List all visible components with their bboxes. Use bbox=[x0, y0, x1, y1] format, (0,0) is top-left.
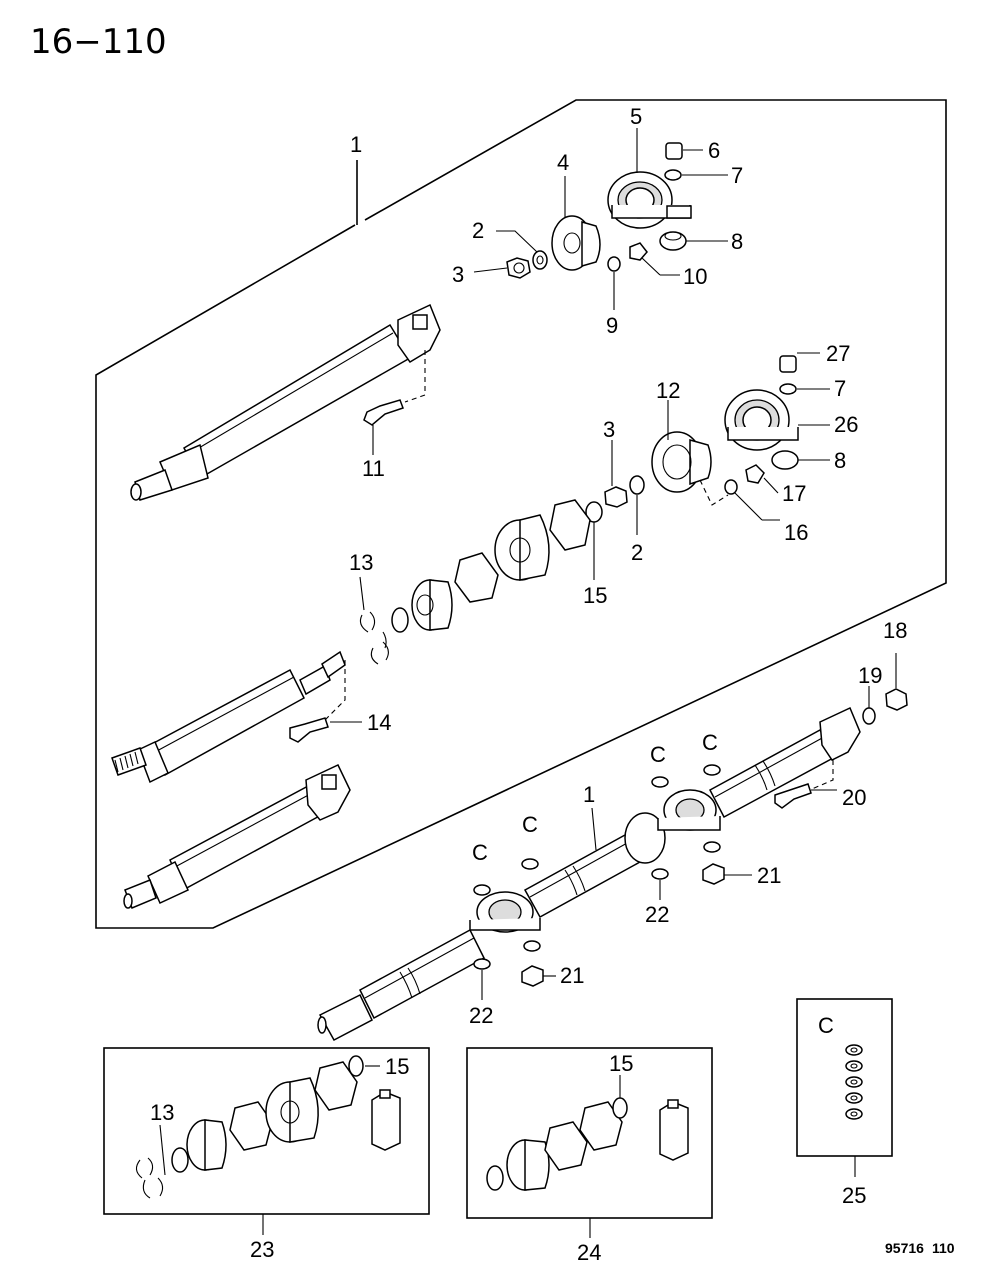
kit-23-parts bbox=[135, 1055, 401, 1199]
driveshaft-assembly-installed bbox=[317, 688, 908, 1042]
callout-13-mid: 13 bbox=[349, 550, 373, 575]
callout-C-box25: C bbox=[818, 1013, 834, 1038]
flex-coupling-assembly bbox=[359, 499, 603, 665]
callout-1-low: 1 bbox=[583, 782, 595, 807]
leader-lines-top bbox=[473, 128, 728, 310]
callout-22-b: 22 bbox=[469, 1003, 493, 1028]
callout-8-mid: 8 bbox=[834, 448, 846, 473]
figure-code-page: 110 bbox=[931, 1240, 955, 1256]
center-bearing-lower bbox=[604, 355, 799, 508]
callout-18: 18 bbox=[883, 618, 907, 643]
callout-4: 4 bbox=[557, 150, 569, 175]
callout-22-a: 22 bbox=[645, 902, 669, 927]
figure-code-number: 95716 bbox=[885, 1240, 924, 1256]
callout-19: 19 bbox=[858, 663, 882, 688]
washer-kit-C bbox=[845, 1044, 863, 1120]
callout-2: 2 bbox=[472, 218, 484, 243]
callout-2-mid: 2 bbox=[631, 540, 643, 565]
callout-15-box23: 15 bbox=[385, 1054, 409, 1079]
callout-17: 17 bbox=[782, 481, 806, 506]
callout-C-4: C bbox=[472, 840, 488, 865]
callout-6: 6 bbox=[708, 138, 720, 163]
callout-13-box23: 13 bbox=[150, 1100, 174, 1125]
callout-3: 3 bbox=[452, 262, 464, 287]
callout-16: 16 bbox=[784, 520, 808, 545]
leader-lines-lower bbox=[481, 653, 897, 1000]
assembly-outline bbox=[95, 99, 947, 929]
kit-24-parts bbox=[486, 1097, 689, 1191]
callout-7: 7 bbox=[731, 163, 743, 188]
kit-box-25 bbox=[796, 998, 893, 1157]
callout-12: 12 bbox=[656, 378, 680, 403]
callout-15-mid: 15 bbox=[583, 583, 607, 608]
kit-box-23 bbox=[103, 1047, 430, 1215]
callout-3-mid: 3 bbox=[603, 417, 615, 442]
leader-dash-14 bbox=[324, 660, 346, 721]
callout-27: 27 bbox=[826, 341, 850, 366]
callout-21-b: 21 bbox=[560, 963, 584, 988]
callout-10: 10 bbox=[683, 264, 707, 289]
callout-C-1: C bbox=[650, 742, 666, 767]
callout-C-2: C bbox=[702, 730, 718, 755]
center-bearing-upper bbox=[506, 142, 692, 279]
callout-20: 20 bbox=[842, 785, 866, 810]
callout-26: 26 bbox=[834, 412, 858, 437]
rear-propeller-shaft bbox=[123, 764, 351, 909]
callout-25: 25 bbox=[842, 1183, 866, 1208]
callout-5: 5 bbox=[630, 104, 642, 129]
callout-C-3: C bbox=[522, 812, 538, 837]
callout-7-mid: 7 bbox=[834, 376, 846, 401]
leader-lines-mid bbox=[611, 352, 830, 535]
leader-dash-11 bbox=[404, 350, 426, 403]
callout-23: 23 bbox=[250, 1237, 274, 1262]
callout-1: 1 bbox=[350, 132, 362, 157]
callout-14: 14 bbox=[367, 710, 391, 735]
intermediate-shaft bbox=[111, 650, 346, 784]
leader-lines-coupling bbox=[359, 522, 595, 611]
callout-9: 9 bbox=[606, 313, 618, 338]
page-title: 16−110 bbox=[30, 22, 167, 62]
front-propeller-shaft bbox=[130, 303, 441, 501]
callout-24: 24 bbox=[577, 1240, 601, 1265]
callout-8: 8 bbox=[731, 229, 743, 254]
figure-code: 95716 110 bbox=[885, 1240, 955, 1256]
callout-11: 11 bbox=[362, 456, 385, 481]
callout-21-a: 21 bbox=[757, 863, 781, 888]
callout-15-box24: 15 bbox=[609, 1051, 633, 1076]
